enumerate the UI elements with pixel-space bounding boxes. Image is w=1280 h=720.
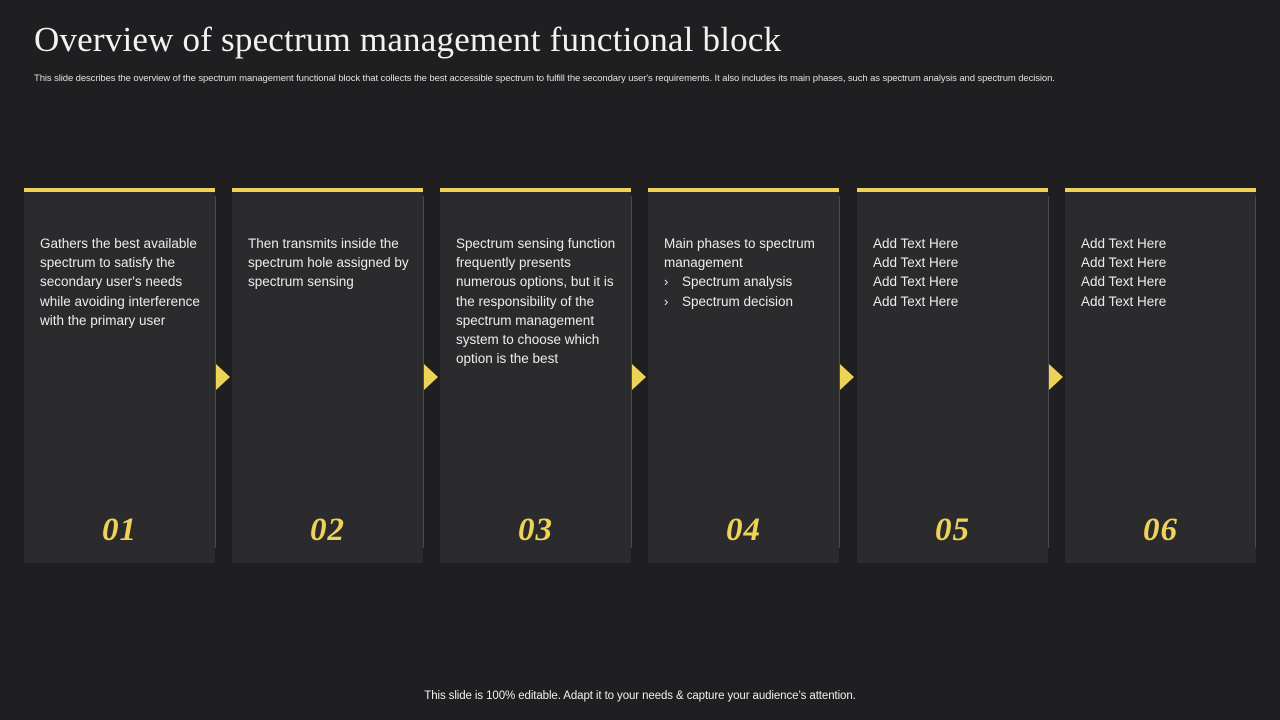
bullet-label: Spectrum decision — [682, 293, 794, 309]
arrow-right-icon-4 — [840, 364, 854, 390]
process-card-05[interactable]: Add Text Here Add Text Here Add Text Her… — [857, 188, 1048, 563]
placeholder-line: Add Text Here — [873, 293, 959, 309]
placeholder-line: Add Text Here — [1081, 255, 1167, 271]
card-number-05: 05 — [935, 512, 970, 548]
placeholder-line: Add Text Here — [1081, 293, 1167, 309]
placeholder-line: Add Text Here — [1081, 274, 1167, 290]
placeholder-line: Add Text Here — [1081, 236, 1167, 251]
process-card-03[interactable]: Spectrum sensing function frequently pre… — [440, 188, 631, 563]
card-divider-3 — [631, 196, 632, 548]
slide-subtitle: This slide describes the overview of the… — [34, 73, 1055, 84]
arrow-right-icon-5 — [1049, 364, 1063, 390]
page-title: Overview of spectrum management function… — [34, 20, 782, 59]
card-number-01: 01 — [102, 512, 137, 548]
card-text-05: Add Text Here Add Text Here Add Text Her… — [873, 234, 1038, 311]
card-text-02: Then transmits inside the spectrum hole … — [248, 236, 409, 290]
slide-footer-note: This slide is 100% editable. Adapt it to… — [424, 690, 856, 702]
card-divider-6 — [1255, 196, 1256, 548]
card-number-03: 03 — [518, 512, 553, 548]
card-text-04: Main phases to spectrum management › Spec… — [664, 234, 829, 311]
process-card-01[interactable]: Gathers the best available spectrum to s… — [24, 188, 215, 563]
card-number-04: 04 — [726, 512, 761, 548]
card-divider-5 — [1048, 196, 1049, 548]
card-divider-2 — [423, 196, 424, 548]
card-number-06: 06 — [1143, 512, 1178, 548]
chevron-right-icon: › — [664, 274, 669, 290]
placeholder-line: Add Text Here — [873, 236, 959, 251]
placeholder-line: Add Text Here — [873, 274, 959, 290]
list-item: › Spectrum decision — [664, 292, 829, 311]
process-cards-container: Gathers the best available spectrum to s… — [24, 188, 1256, 563]
card-heading-04: Main phases to spectrum management — [664, 236, 815, 271]
card-bullet-list-04: › Spectrum analysis › Spectrum decision — [664, 272, 829, 310]
card-number-02: 02 — [310, 512, 345, 548]
card-text-06: Add Text Here Add Text Here Add Text Her… — [1081, 234, 1246, 311]
arrow-right-icon-3 — [632, 364, 646, 390]
bullet-label: Spectrum analysis — [682, 274, 793, 290]
process-card-02[interactable]: Then transmits inside the spectrum hole … — [232, 188, 423, 563]
process-card-04[interactable]: Main phases to spectrum management › Spec… — [648, 188, 839, 563]
placeholder-line: Add Text Here — [873, 255, 959, 271]
card-divider-1 — [215, 196, 216, 548]
arrow-right-icon-1 — [216, 364, 230, 390]
list-item: › Spectrum analysis — [664, 272, 829, 291]
card-text-01: Gathers the best available spectrum to s… — [40, 236, 200, 328]
card-divider-4 — [839, 196, 840, 548]
chevron-right-icon: › — [664, 293, 669, 309]
arrow-right-icon-2 — [424, 364, 438, 390]
card-text-03: Spectrum sensing function frequently pre… — [456, 236, 616, 367]
process-card-06[interactable]: Add Text Here Add Text Here Add Text Her… — [1065, 188, 1256, 563]
